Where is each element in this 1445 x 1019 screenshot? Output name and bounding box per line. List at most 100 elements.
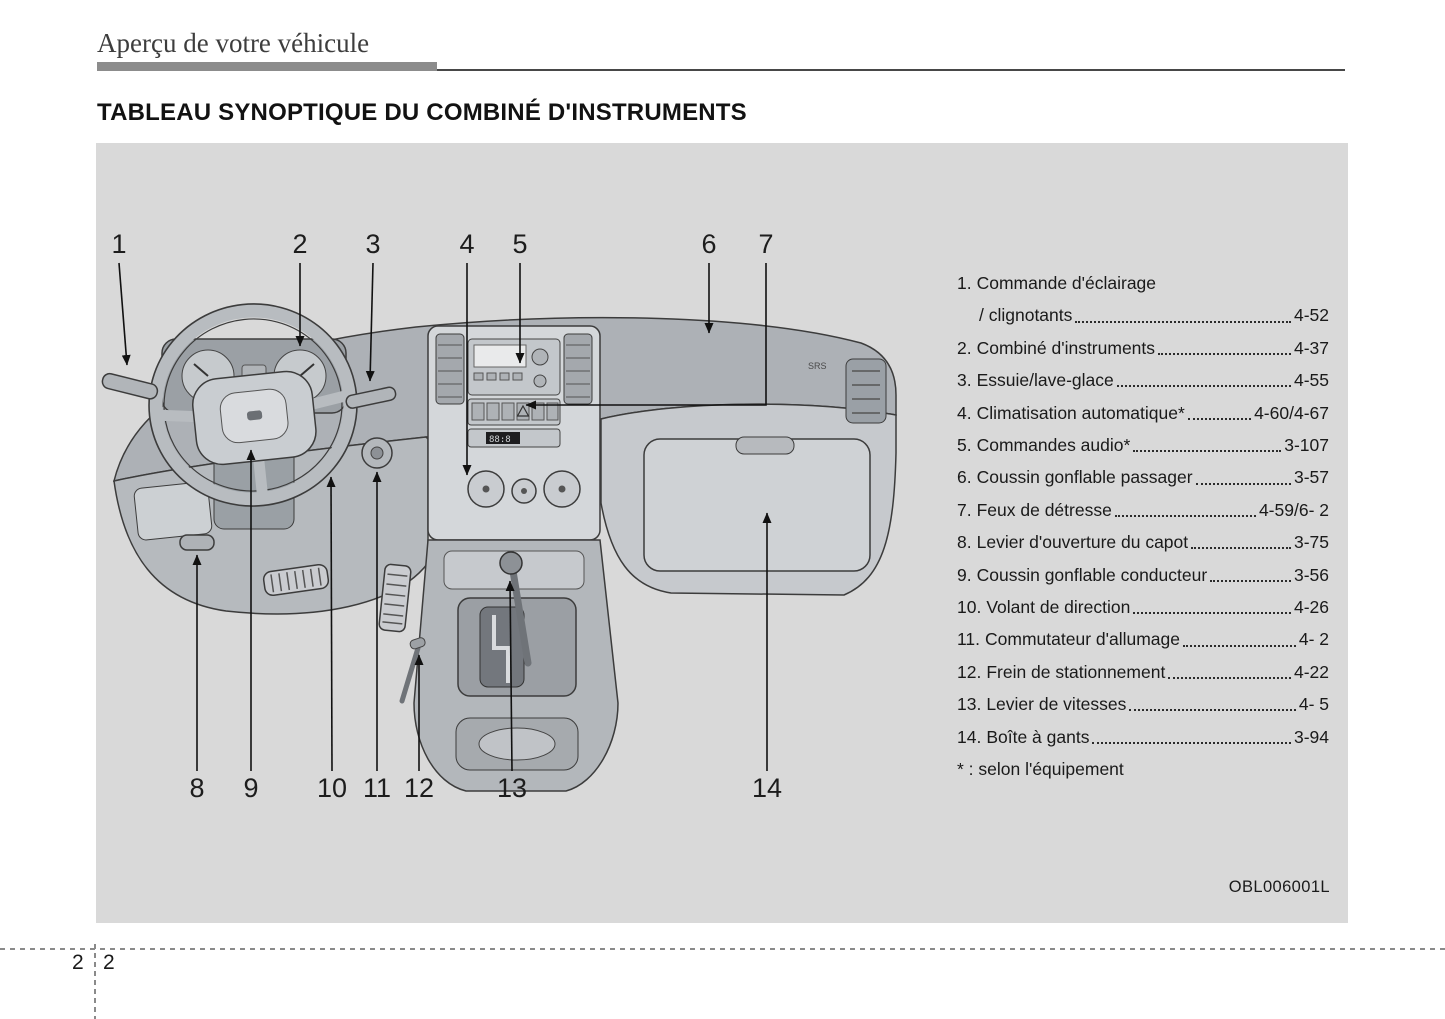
legend-item-number: 1. — [957, 273, 972, 293]
callout-5: 5 — [512, 229, 527, 259]
callout-4: 4 — [459, 229, 474, 259]
legend-item: 9. Coussin gonflable conducteur 3-56 — [957, 559, 1329, 591]
dot-leader — [1075, 320, 1291, 323]
side-vent — [845, 358, 887, 424]
page-number: 2 — [103, 951, 115, 974]
legend-item-continued: / clignotants 4-52 — [957, 299, 1329, 331]
legend-item-number: 14. — [957, 726, 982, 747]
legend-item-number: 13. — [957, 694, 982, 715]
legend-item-page: 4-60/4-67 — [1254, 402, 1329, 423]
legend-item-page: 4-37 — [1293, 337, 1329, 358]
dot-leader — [1195, 482, 1291, 485]
header-rule-bar — [97, 62, 437, 71]
footer-dashed-line — [0, 948, 1445, 950]
callout-10: 10 — [317, 773, 347, 803]
audio-unit — [467, 338, 561, 396]
legend-item-label: Climatisation automatique* — [976, 402, 1185, 423]
legend-item-number: 7. — [957, 499, 972, 520]
legend-item: 6. Coussin gonflable passager 3-57 — [957, 461, 1329, 493]
legend-item-label: Essuie/lave-glace — [976, 370, 1114, 391]
callout-12: 12 — [404, 773, 434, 803]
glove-box-handle — [735, 436, 795, 455]
figure-code: OBL006001L — [1228, 878, 1330, 896]
callout-11: 11 — [363, 773, 391, 803]
footer-crop-mark — [94, 944, 96, 1019]
callout-6: 6 — [701, 229, 716, 259]
legend-item-page: 4-55 — [1293, 370, 1329, 391]
legend-item-label: / clignotants — [979, 305, 1073, 326]
steering-wheel — [148, 303, 358, 507]
callout-14: 14 — [752, 773, 782, 803]
callout-1: 1 — [111, 229, 126, 259]
ignition-switch — [361, 437, 393, 469]
callout-numbers: 1 2 3 4 5 6 7 8 9 10 11 12 13 14 — [111, 229, 782, 803]
dot-leader — [1129, 709, 1296, 712]
srs-label: SRS — [808, 361, 827, 371]
callout-13: 13 — [497, 773, 527, 803]
legend-item: 13. Levier de vitesses 4- 5 — [957, 688, 1329, 720]
legend-item-label: Commande d'éclairage — [976, 273, 1157, 293]
clock-display: 88:8 — [489, 435, 511, 445]
dot-leader — [1183, 644, 1296, 647]
legend-item-number: 5. — [957, 435, 972, 456]
legend-item: 8. Levier d'ouverture du capot 3-75 — [957, 526, 1329, 558]
legend-item: 3. Essuie/lave-glace 4-55 — [957, 364, 1329, 396]
hood-release-lever — [179, 534, 215, 551]
climate-controls — [467, 470, 581, 508]
legend-item-number: 4. — [957, 402, 972, 423]
dot-leader — [1187, 417, 1252, 420]
legend-item: 11. Commutateur d'allumage 4- 2 — [957, 623, 1329, 655]
chapter-number: 2 — [72, 951, 84, 974]
legend-item-label: Combiné d'instruments — [976, 337, 1156, 358]
callout-8: 8 — [189, 773, 204, 803]
legend-footnote: * : selon l'équipement — [957, 759, 1124, 780]
legend-item-number: 3. — [957, 370, 972, 391]
legend-item-label: Levier de vitesses — [986, 694, 1127, 715]
legend-item-label: Commandes audio* — [976, 435, 1131, 456]
dot-leader — [1133, 450, 1282, 453]
header-rule-thin — [97, 69, 1345, 71]
legend-item: 4. Climatisation automatique* 4-60/4-67 — [957, 397, 1329, 429]
legend-item-page: 3-57 — [1293, 467, 1329, 488]
center-stack: 88:8 — [427, 325, 601, 541]
legend-item-number: 11. — [957, 629, 981, 650]
wiper-stalk — [345, 386, 397, 409]
dot-leader — [1168, 677, 1291, 680]
legend-item-label: Coussin gonflable conducteur — [976, 564, 1208, 585]
page-title: TABLEAU SYNOPTIQUE DU COMBINÉ D'INSTRUME… — [97, 99, 747, 126]
legend-item-label: Frein de stationnement — [986, 661, 1166, 682]
legend-item-number: 12. — [957, 661, 982, 682]
legend-item-number: 8. — [957, 532, 972, 553]
legend-item-page: 4-26 — [1293, 597, 1329, 618]
callout-3: 3 — [365, 229, 380, 259]
callout-lines — [118, 262, 772, 772]
dot-leader — [1191, 547, 1291, 550]
button-row — [467, 398, 561, 426]
legend-item-number: 10. — [957, 597, 982, 618]
legend-item-number: 2. — [957, 337, 972, 358]
legend-item: 14. Boîte à gants 3-94 — [957, 721, 1329, 753]
legend-item: 2. Combiné d'instruments 4-37 — [957, 332, 1329, 364]
dot-leader — [1158, 353, 1291, 356]
lower-left-panel — [133, 481, 213, 541]
center-console — [413, 539, 619, 792]
legend-item-page: 4-52 — [1293, 305, 1329, 326]
legend-item-page: 3-56 — [1293, 564, 1329, 585]
light-stalk — [101, 372, 159, 400]
dot-leader — [1114, 515, 1256, 518]
dot-leader — [1210, 579, 1291, 582]
callout-9: 9 — [243, 773, 258, 803]
callout-2: 2 — [292, 229, 307, 259]
legend-item-label: Levier d'ouverture du capot — [976, 532, 1189, 553]
brake-pedal — [262, 563, 330, 597]
section-title: Aperçu de votre véhicule — [97, 28, 370, 58]
legend-item-label: Feux de détresse — [976, 499, 1112, 520]
legend-item-page: 4- 5 — [1298, 694, 1329, 715]
legend: 1. Commande d'éclairage / clignotants 4-… — [957, 267, 1329, 786]
legend-item-page: 4-59/6- 2 — [1258, 499, 1329, 520]
gear-shifter — [457, 551, 577, 697]
legend-item: 5. Commandes audio* 3-107 — [957, 429, 1329, 461]
legend-item-label: Commutateur d'allumage — [985, 629, 1180, 650]
legend-item-number: 9. — [957, 564, 972, 585]
legend-item-label: Volant de direction — [986, 597, 1131, 618]
